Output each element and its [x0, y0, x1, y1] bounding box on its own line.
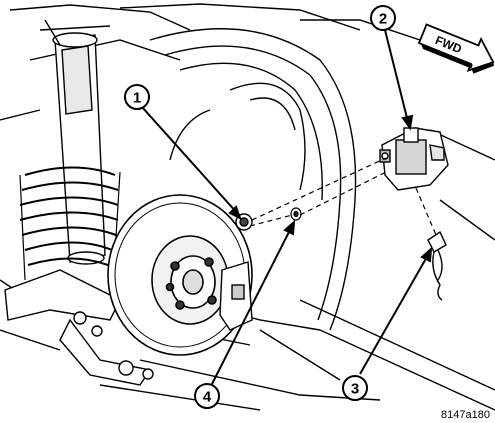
- wheel-speed-sensor: [379, 127, 449, 191]
- callout-4: 4: [194, 383, 220, 409]
- installation-dashed-lines: [249, 157, 437, 236]
- callout-3-number: 3: [351, 381, 359, 398]
- brake-rotor: [107, 194, 253, 356]
- callout-leaders: [141, 29, 433, 385]
- callout-1: 1: [124, 84, 150, 110]
- sensor-harness-connector: [427, 230, 447, 301]
- figure-id: 8147a180: [441, 409, 490, 421]
- brake-caliper: [219, 261, 253, 331]
- callout-2-number: 2: [379, 11, 387, 28]
- lower-control-arm: [4, 269, 154, 386]
- callout-2: 2: [370, 5, 396, 31]
- callout-4-number: 4: [203, 389, 212, 406]
- callout-3: 3: [342, 375, 368, 401]
- forward-direction-arrow: FWD: [417, 23, 495, 74]
- callout-1-number: 1: [133, 90, 141, 107]
- coil-spring: [19, 166, 121, 281]
- shock-absorber: [39, 19, 111, 265]
